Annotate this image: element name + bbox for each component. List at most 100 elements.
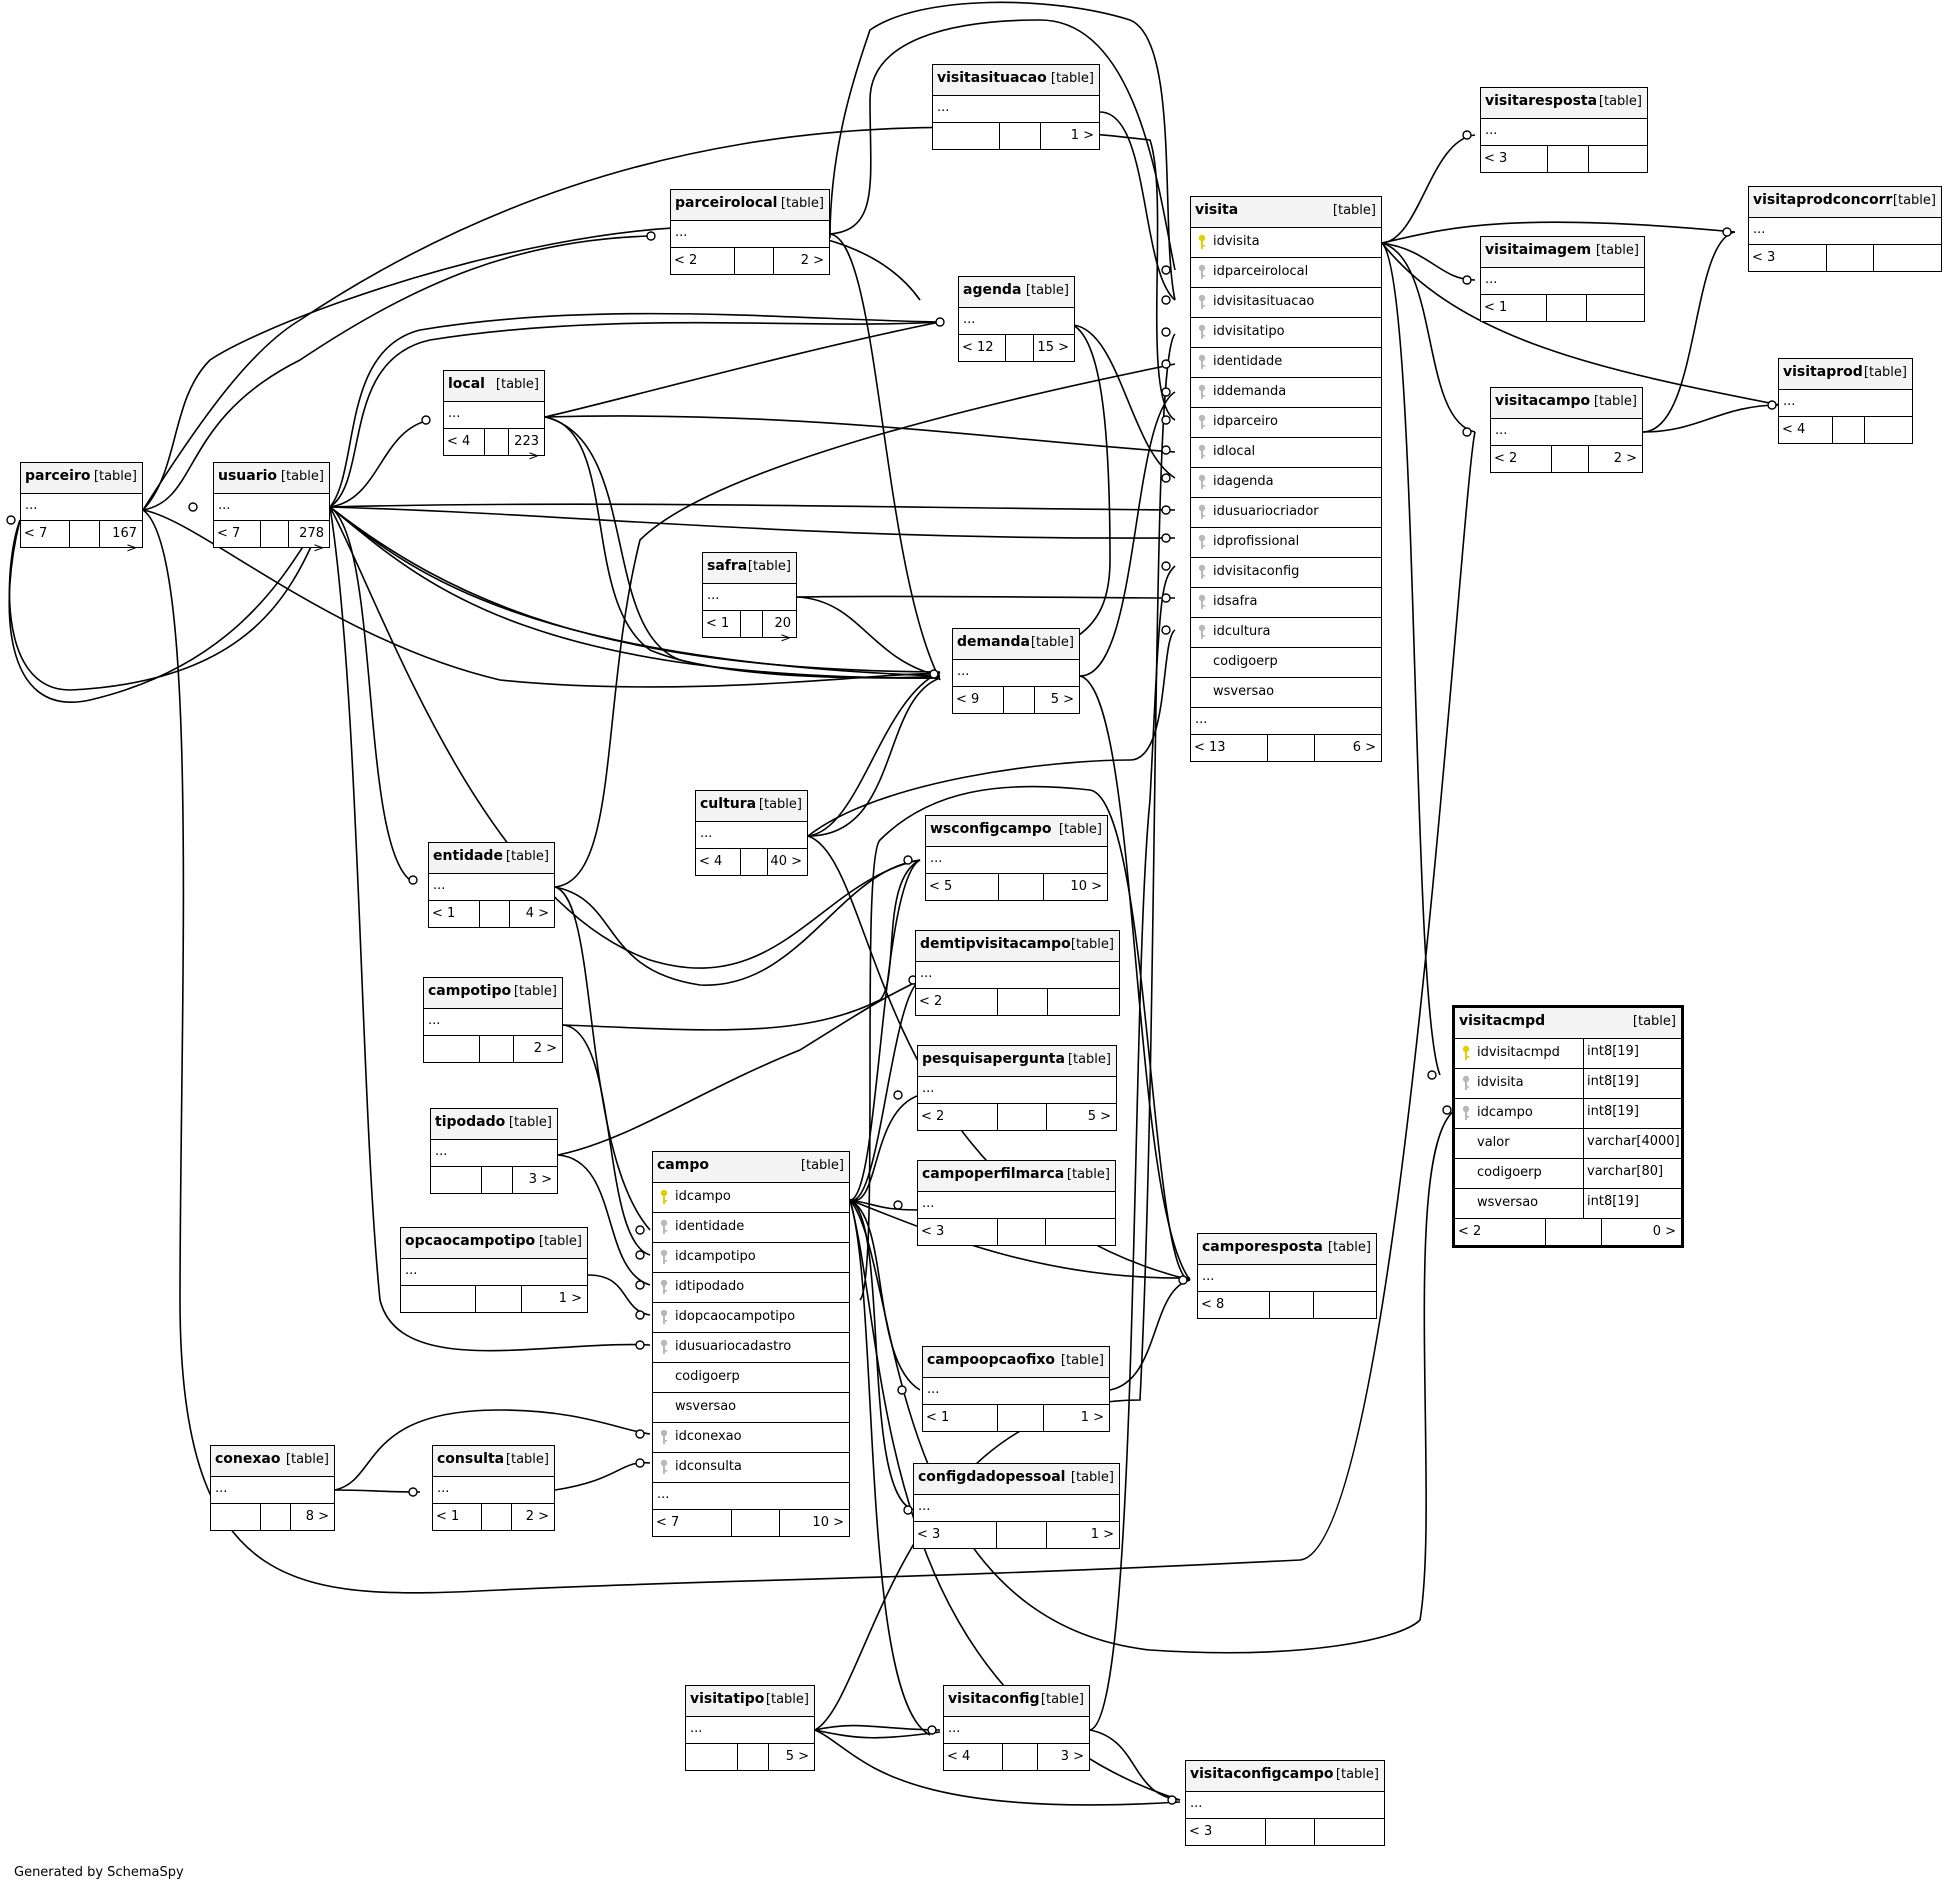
table-visitaprodconcorr[interactable]: visitaprodconcorr[table] ... < 3 <box>1748 186 1942 272</box>
column-row[interactable]: idusuariocadastro <box>653 1333 849 1363</box>
foreign-key-icon <box>1198 594 1206 609</box>
table-campoperfilmarca[interactable]: campoperfilmarca[table] ... < 3 <box>917 1160 1116 1246</box>
column-row[interactable]: idtipodado <box>653 1273 849 1303</box>
column-row[interactable]: idcultura <box>1191 618 1381 648</box>
table-campotipo[interactable]: campotipo[table] ... 2 > <box>423 977 563 1063</box>
column-name: idsafra <box>1213 594 1258 609</box>
foreign-key-icon <box>1198 564 1206 579</box>
table-header: usuario[table] <box>214 463 329 494</box>
column-row[interactable]: identidade <box>1191 348 1381 378</box>
column-ellipsis: ... <box>914 1495 1119 1522</box>
column-name: wsversao <box>1477 1195 1539 1210</box>
foreign-key-icon <box>1198 534 1206 549</box>
table-header: visitaconfigcampo[table] <box>1186 1761 1384 1792</box>
column-row[interactable]: idvisita <box>1191 228 1381 258</box>
table-visitaimagem[interactable]: visitaimagem[table] ... < 1 <box>1480 236 1645 322</box>
column-ellipsis: ... <box>953 660 1079 687</box>
column-row[interactable]: idcampo <box>653 1183 849 1213</box>
column-row[interactable]: idagenda <box>1191 468 1381 498</box>
table-header: consulta[table] <box>433 1446 554 1477</box>
column-ellipsis: ... <box>926 847 1107 874</box>
column-row[interactable]: idvisitaconfig <box>1191 558 1381 588</box>
column-row[interactable]: identidade <box>653 1213 849 1243</box>
table-header: camporesposta[table] <box>1198 1234 1376 1265</box>
column-row[interactable]: idparceirolocal <box>1191 258 1381 288</box>
table-header: conexao[table] <box>211 1446 334 1477</box>
column-ellipsis: ... <box>431 1140 557 1167</box>
column-name: idusuariocriador <box>1213 504 1319 519</box>
table-opcaocampotipo[interactable]: opcaocampotipo[table] ... 1 > <box>400 1227 588 1313</box>
table-visitasituacao[interactable]: visitasituacao[table] ... 1 > <box>932 64 1100 150</box>
column-row[interactable]: idvisitatipo <box>1191 318 1381 348</box>
table-visitaresposta[interactable]: visitaresposta[table] ... < 3 <box>1480 87 1648 173</box>
column-ellipsis: ... <box>923 1378 1109 1405</box>
table-visitatipo[interactable]: visitatipo[table] ... 5 > <box>685 1685 815 1771</box>
column-row[interactable]: wsversao <box>653 1393 849 1423</box>
column-row[interactable]: idconexao <box>653 1423 849 1453</box>
column-row[interactable]: idprofissional <box>1191 528 1381 558</box>
column-row[interactable]: idparceiro <box>1191 408 1381 438</box>
table-header: visita[table] <box>1191 197 1381 228</box>
foreign-key-icon <box>1462 1075 1470 1090</box>
table-header: campoopcaofixo[table] <box>923 1347 1109 1378</box>
table-conexao[interactable]: conexao[table] ... 8 > <box>210 1445 335 1531</box>
table-camporesposta[interactable]: camporesposta[table] ... < 8 <box>1197 1233 1377 1319</box>
foreign-key-icon <box>660 1459 668 1474</box>
foreign-key-icon <box>660 1309 668 1324</box>
column-type: int8[19] <box>1583 1039 1681 1068</box>
column-row[interactable]: idusuariocriador <box>1191 498 1381 528</box>
column-row[interactable]: idvisitasituacao <box>1191 288 1381 318</box>
column-row[interactable]: idopcaocampotipo <box>653 1303 849 1333</box>
table-demtipvisitacampo[interactable]: demtipvisitacampo[table] ... < 2 <box>915 930 1120 1016</box>
column-row[interactable]: codigoerp <box>1191 648 1381 678</box>
column-name: idparceiro <box>1213 414 1278 429</box>
column-row[interactable]: idcampotipo <box>653 1243 849 1273</box>
table-footer: < 4 <box>1779 417 1912 443</box>
foreign-key-icon <box>660 1249 668 1264</box>
table-tipodado[interactable]: tipodado[table] ... 3 > <box>430 1108 558 1194</box>
column-row[interactable]: codigoerp <box>653 1363 849 1393</box>
table-visitaconfigcampo[interactable]: visitaconfigcampo[table] ... < 3 <box>1185 1760 1385 1846</box>
column-name: iddemanda <box>1213 384 1287 399</box>
column-row[interactable]: wsversao <box>1191 678 1381 708</box>
column-row[interactable]: idconsulta <box>653 1453 849 1483</box>
column-row[interactable]: idsafra <box>1191 588 1381 618</box>
column-name: idcampo <box>1477 1105 1533 1120</box>
column-row[interactable]: idlocal <box>1191 438 1381 468</box>
column-row[interactable]: iddemanda <box>1191 378 1381 408</box>
column-name: idagenda <box>1213 474 1274 489</box>
column-ellipsis: ... <box>211 1477 334 1504</box>
column-ellipsis: ... <box>1481 119 1647 146</box>
foreign-key-icon <box>660 1429 668 1444</box>
table-visitaprod[interactable]: visitaprod[table] ... < 4 <box>1778 358 1913 444</box>
